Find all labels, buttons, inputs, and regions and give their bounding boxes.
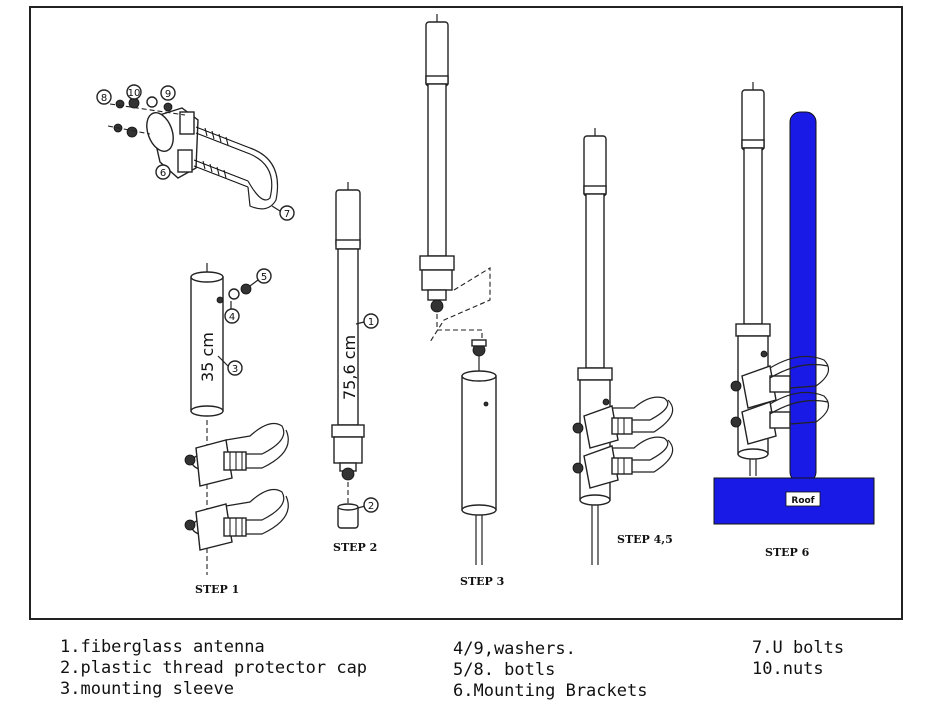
step6-label: STEP 6 [765, 546, 810, 559]
step2-assembly: 75,6 cm 1 2 [331, 182, 379, 529]
legend-column-2: 4/9,washers. 5/8. botls 6.Mounting Brack… [453, 639, 647, 702]
legend-item-4-9: 4/9,washers. [453, 639, 576, 659]
callout-9: 9 [160, 85, 176, 101]
callout-6-text: 6 [160, 168, 166, 179]
legend-column-3: 7.U bolts 10.nuts [752, 638, 844, 680]
exploded-bracket: 8 10 9 6 7 [96, 84, 295, 221]
step3-assembly [419, 14, 497, 565]
legend-item-3: 3.mounting sleeve [60, 679, 234, 699]
legend-item-1: 1.fiberglass antenna [60, 637, 265, 657]
legend-item-2: 2.plastic thread protector cap [60, 658, 368, 678]
callout-5-text: 5 [261, 272, 267, 283]
legend-column-1: 1.fiberglass antenna 2.plastic thread pr… [60, 637, 367, 700]
roof-label: Roof [791, 496, 814, 506]
callout-10-text: 10 [128, 88, 141, 99]
callout-7: 7 [279, 205, 295, 221]
diagram-frame [29, 6, 903, 620]
callout-3-text: 3 [232, 364, 238, 375]
legend-item-5-8: 5/8. botls [453, 660, 556, 680]
sleeve-length-label: 35 cm [198, 332, 217, 382]
callout-2-text: 2 [368, 501, 374, 512]
antenna-length-label: 75,6 cm [340, 335, 359, 400]
callout-3: 3 [227, 360, 243, 376]
callout-10: 10 [126, 84, 142, 100]
legend-item-10: 10.nuts [752, 659, 824, 679]
step45-label: STEP 4,5 [617, 533, 673, 546]
step45-assembly [572, 128, 674, 565]
step1-label: STEP 1 [195, 583, 240, 596]
roof-label-box [785, 491, 821, 507]
step1-assembly: 35 cm 4 5 3 [184, 263, 289, 575]
callout-5: 5 [256, 268, 272, 284]
callout-2: 2 [363, 497, 379, 513]
callout-4-text: 4 [229, 312, 235, 323]
step3-label: STEP 3 [460, 575, 505, 588]
callout-8-text: 8 [101, 93, 107, 104]
mast [789, 111, 817, 483]
callout-7-text: 7 [284, 209, 290, 220]
legend-item-6: 6.Mounting Brackets [453, 681, 648, 701]
callout-1: 1 [363, 313, 379, 329]
callout-8: 8 [96, 89, 112, 105]
callout-9-text: 9 [165, 89, 171, 100]
legend-item-7: 7.U bolts [752, 638, 845, 658]
step2-label: STEP 2 [333, 541, 378, 554]
callout-1-text: 1 [368, 317, 374, 328]
callout-4: 4 [224, 308, 240, 324]
step6-assembly: Roof [713, 82, 875, 525]
callout-6: 6 [155, 164, 171, 180]
